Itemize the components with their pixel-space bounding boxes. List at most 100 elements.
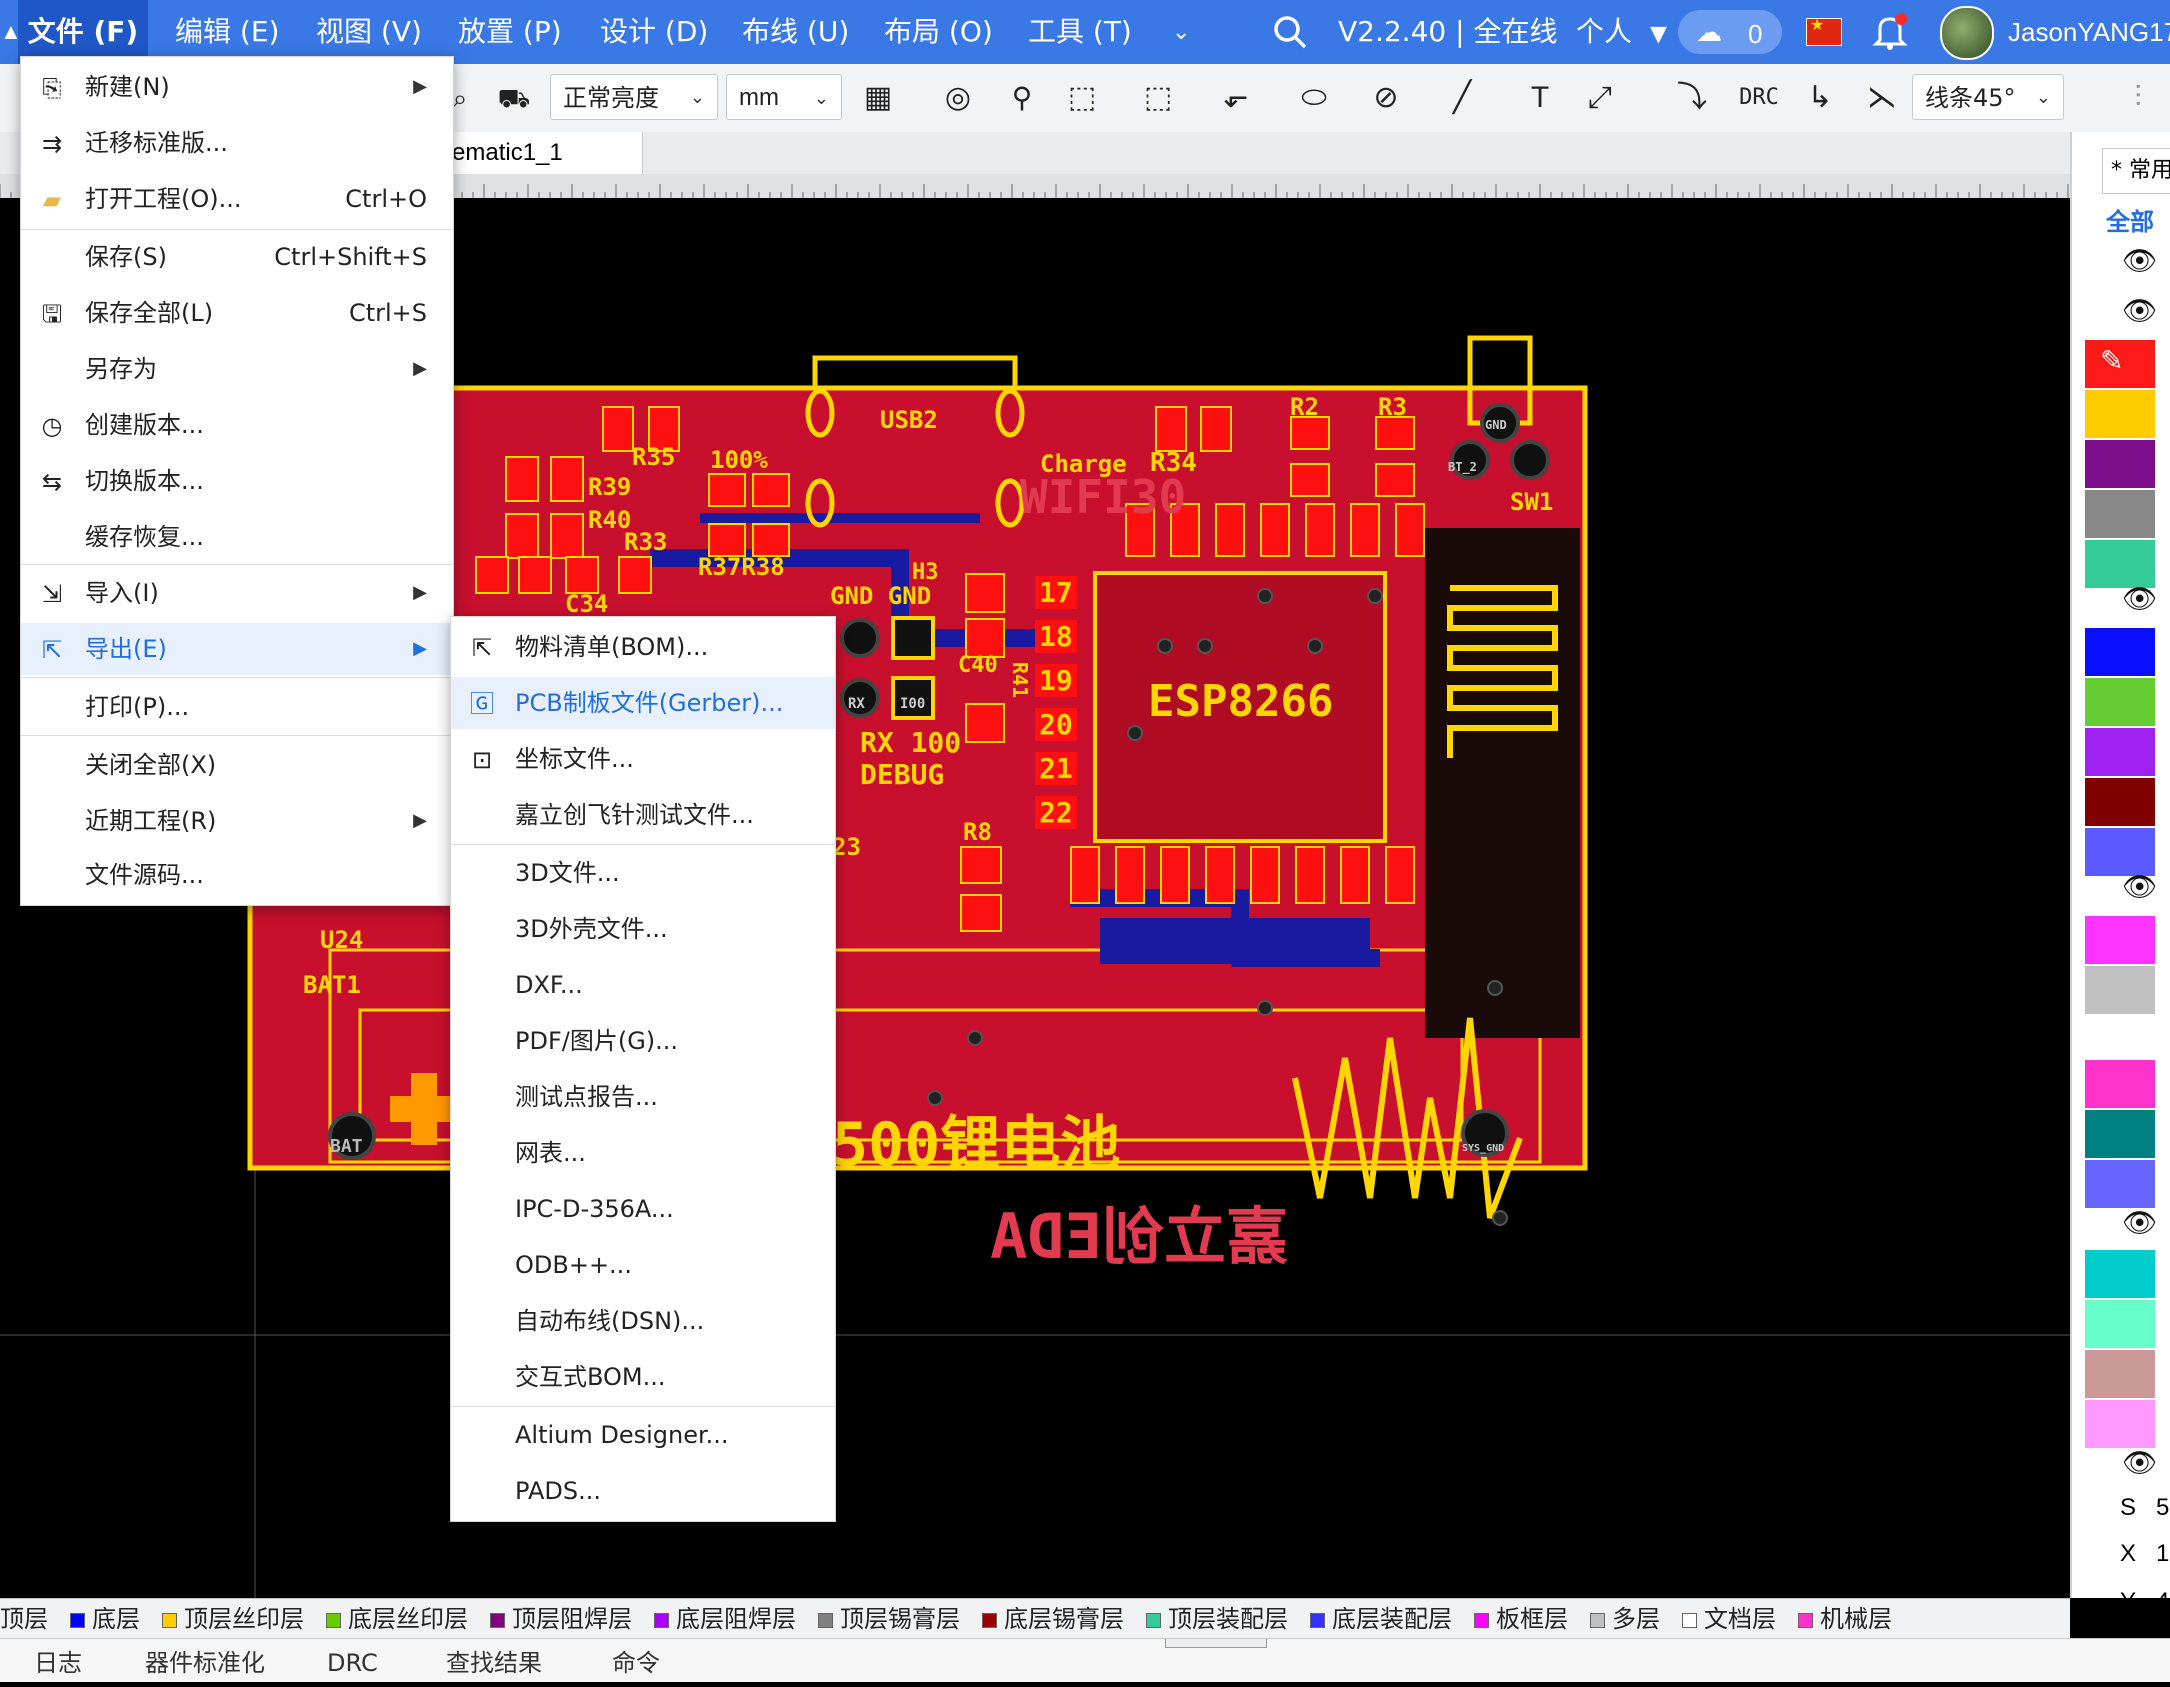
user-avatar[interactable]	[1940, 6, 1994, 60]
menu-item-save[interactable]: 保存(S)Ctrl+Shift+S	[21, 231, 453, 283]
tab-command[interactable]: 命令	[612, 1649, 660, 1677]
menu-item-export-odb[interactable]: ODB++...	[451, 1239, 835, 1291]
menu-file[interactable]: 文件 (F)	[18, 0, 148, 64]
import-icon[interactable]: ⤵	[1677, 81, 1707, 114]
menu-layout[interactable]: 布局 (O)	[884, 15, 993, 48]
ellipse-icon[interactable]: ⬭	[1301, 81, 1327, 114]
menu-edit[interactable]: 编辑 (E)	[175, 15, 280, 48]
menu-item-recent-projects[interactable]: 近期工程(R)▶	[21, 795, 453, 847]
menu-item-save-as[interactable]: 另存为▶	[21, 343, 453, 395]
menu-item-close-all[interactable]: 关闭全部(X)	[21, 739, 453, 791]
brightness-select[interactable]: 正常亮度⌄	[550, 74, 718, 120]
menu-item-export-altium[interactable]: Altium Designer...	[451, 1409, 835, 1461]
layer-color-swatch[interactable]	[2085, 1300, 2155, 1348]
layer-item[interactable]: 底层丝印层	[326, 1599, 468, 1639]
menu-item-export-3d-shell[interactable]: 3D外壳文件...	[451, 903, 835, 955]
layer-item[interactable]: 顶层锡膏层	[818, 1599, 960, 1639]
eye-icon[interactable]: 👁	[2122, 1207, 2158, 1238]
layer-color-swatch[interactable]	[2085, 728, 2155, 776]
menu-item-export-ibom[interactable]: 交互式BOM...	[451, 1351, 835, 1403]
layer-color-swatch[interactable]	[2085, 1060, 2155, 1108]
eye-icon[interactable]: 👁	[2122, 295, 2158, 326]
menu-item-export-ipc[interactable]: IPC-D-356A...	[451, 1183, 835, 1235]
menu-tools[interactable]: 工具 (T)	[1028, 15, 1132, 48]
layer-item[interactable]: 顶层阻焊层	[490, 1599, 632, 1639]
menu-item-export-dsn[interactable]: 自动布线(DSN)...	[451, 1295, 835, 1347]
workspace-select[interactable]: 个人▼	[1576, 0, 1667, 64]
layer-color-swatch[interactable]	[2085, 916, 2155, 964]
menu-item-print[interactable]: 打印(P)...	[21, 681, 453, 733]
route-icon[interactable]: ↳	[1807, 81, 1833, 114]
layer-item[interactable]: 机械层	[1798, 1599, 1892, 1639]
notification-bell-icon[interactable]	[1872, 12, 1908, 52]
dimension-icon[interactable]: ⤢	[1588, 81, 1612, 114]
search-icon[interactable]	[1272, 0, 1308, 64]
align-icon[interactable]: ⫶	[2134, 81, 2142, 114]
layer-item[interactable]: 顶层丝印层	[162, 1599, 304, 1639]
tab-standardize[interactable]: 器件标准化	[145, 1649, 265, 1677]
menu-item-export-netlist[interactable]: 网表...	[451, 1127, 835, 1179]
polygon-icon[interactable]: ⬐	[1223, 81, 1249, 114]
menu-item-export-3d[interactable]: 3D文件...	[451, 847, 835, 899]
line-icon[interactable]: ╱	[1452, 81, 1472, 114]
layer-item[interactable]: 板框层	[1474, 1599, 1568, 1639]
pencil-icon[interactable]: ✎	[2100, 345, 2124, 376]
language-flag-icon[interactable]: ★	[1806, 17, 1842, 46]
layer-color-swatch[interactable]	[2085, 1160, 2155, 1208]
menu-item-export-pdf[interactable]: PDF/图片(G)...	[451, 1015, 835, 1067]
no-entry-icon[interactable]: ⊘	[1373, 81, 1399, 114]
all-layers-tab[interactable]: 全部	[2106, 208, 2154, 236]
menu-item-import[interactable]: ⇲导入(I)▶	[21, 567, 453, 619]
layer-color-swatch[interactable]	[2085, 778, 2155, 826]
drc-button[interactable]: DRC	[1739, 85, 1779, 110]
layer-color-swatch[interactable]	[2085, 1350, 2155, 1398]
menu-item-file-source[interactable]: 文件源码...	[21, 849, 453, 901]
layer-item[interactable]: 底层	[70, 1599, 140, 1639]
layer-item[interactable]: 文档层	[1682, 1599, 1776, 1639]
menu-item-open-project[interactable]: ▰打开工程(O)...Ctrl+O	[21, 173, 453, 225]
grid-icon[interactable]: ▦	[863, 81, 893, 114]
menu-item-export-coordinates[interactable]: ⊡坐标文件...	[451, 733, 835, 785]
username-label[interactable]: JasonYANG17	[2008, 17, 2170, 47]
tab-drc[interactable]: DRC	[327, 1649, 378, 1677]
layer-color-swatch[interactable]	[2085, 490, 2155, 538]
layer-color-swatch[interactable]	[2085, 1110, 2155, 1158]
layer-item[interactable]: 底层装配层	[1310, 1599, 1452, 1639]
menu-item-cache-restore[interactable]: 缓存恢复...	[21, 511, 453, 563]
probe-icon[interactable]: ⚲	[1011, 82, 1033, 113]
layer-color-swatch[interactable]	[2085, 678, 2155, 726]
via-icon[interactable]: ◎	[944, 81, 972, 114]
rect-select-icon[interactable]: ⬚	[1067, 81, 1097, 114]
brightness-icon[interactable]: ⛟	[497, 83, 531, 113]
menu-place[interactable]: 放置 (P)	[458, 15, 562, 48]
menu-item-migrate[interactable]: ⇉迁移标准版...	[21, 117, 453, 169]
menu-item-create-version[interactable]: ◷创建版本...	[21, 399, 453, 451]
more-menu-chevron-icon[interactable]: ⌄	[1172, 19, 1191, 44]
layer-color-swatch[interactable]	[2085, 390, 2155, 438]
layer-item[interactable]: 多层	[1590, 1599, 1660, 1639]
layer-item[interactable]: 顶层装配层	[1146, 1599, 1288, 1639]
layer-color-swatch[interactable]	[2085, 966, 2155, 1014]
menu-route[interactable]: 布线 (U)	[742, 15, 850, 48]
layer-color-swatch[interactable]	[2085, 828, 2155, 876]
tab-log[interactable]: 日志	[34, 1649, 82, 1677]
menu-item-switch-version[interactable]: ⇆切换版本...	[21, 455, 453, 507]
menu-item-export-pads[interactable]: PADS...	[451, 1465, 835, 1517]
layer-item[interactable]: 底层阻焊层	[654, 1599, 796, 1639]
layer-color-swatch[interactable]	[2085, 1250, 2155, 1298]
menu-item-export[interactable]: ⇱导出(E)▶	[21, 623, 453, 675]
menu-item-new[interactable]: ⎘新建(N)▶	[21, 61, 453, 113]
scroll-handle[interactable]	[1165, 1639, 1267, 1648]
layer-item[interactable]: 底层锡膏层	[982, 1599, 1124, 1639]
cloud-sync-button[interactable]: ☁ 0	[1678, 10, 1782, 54]
menu-item-export-dxf[interactable]: DXF...	[451, 959, 835, 1011]
eye-icon[interactable]: 👁	[2122, 871, 2158, 902]
layer-color-swatch[interactable]	[2085, 440, 2155, 488]
eye-icon[interactable]: 👁	[2122, 1447, 2158, 1478]
menu-item-export-flying-probe[interactable]: 嘉立创飞针测试文件...	[451, 789, 835, 841]
tab-find-results[interactable]: 查找结果	[446, 1649, 542, 1677]
route-mode-select[interactable]: 线条45°⌄	[1912, 74, 2064, 120]
layer-color-swatch[interactable]	[2085, 628, 2155, 676]
fanout-icon[interactable]: ⋋	[1867, 81, 1897, 114]
eye-icon[interactable]: 👁	[2122, 245, 2158, 276]
